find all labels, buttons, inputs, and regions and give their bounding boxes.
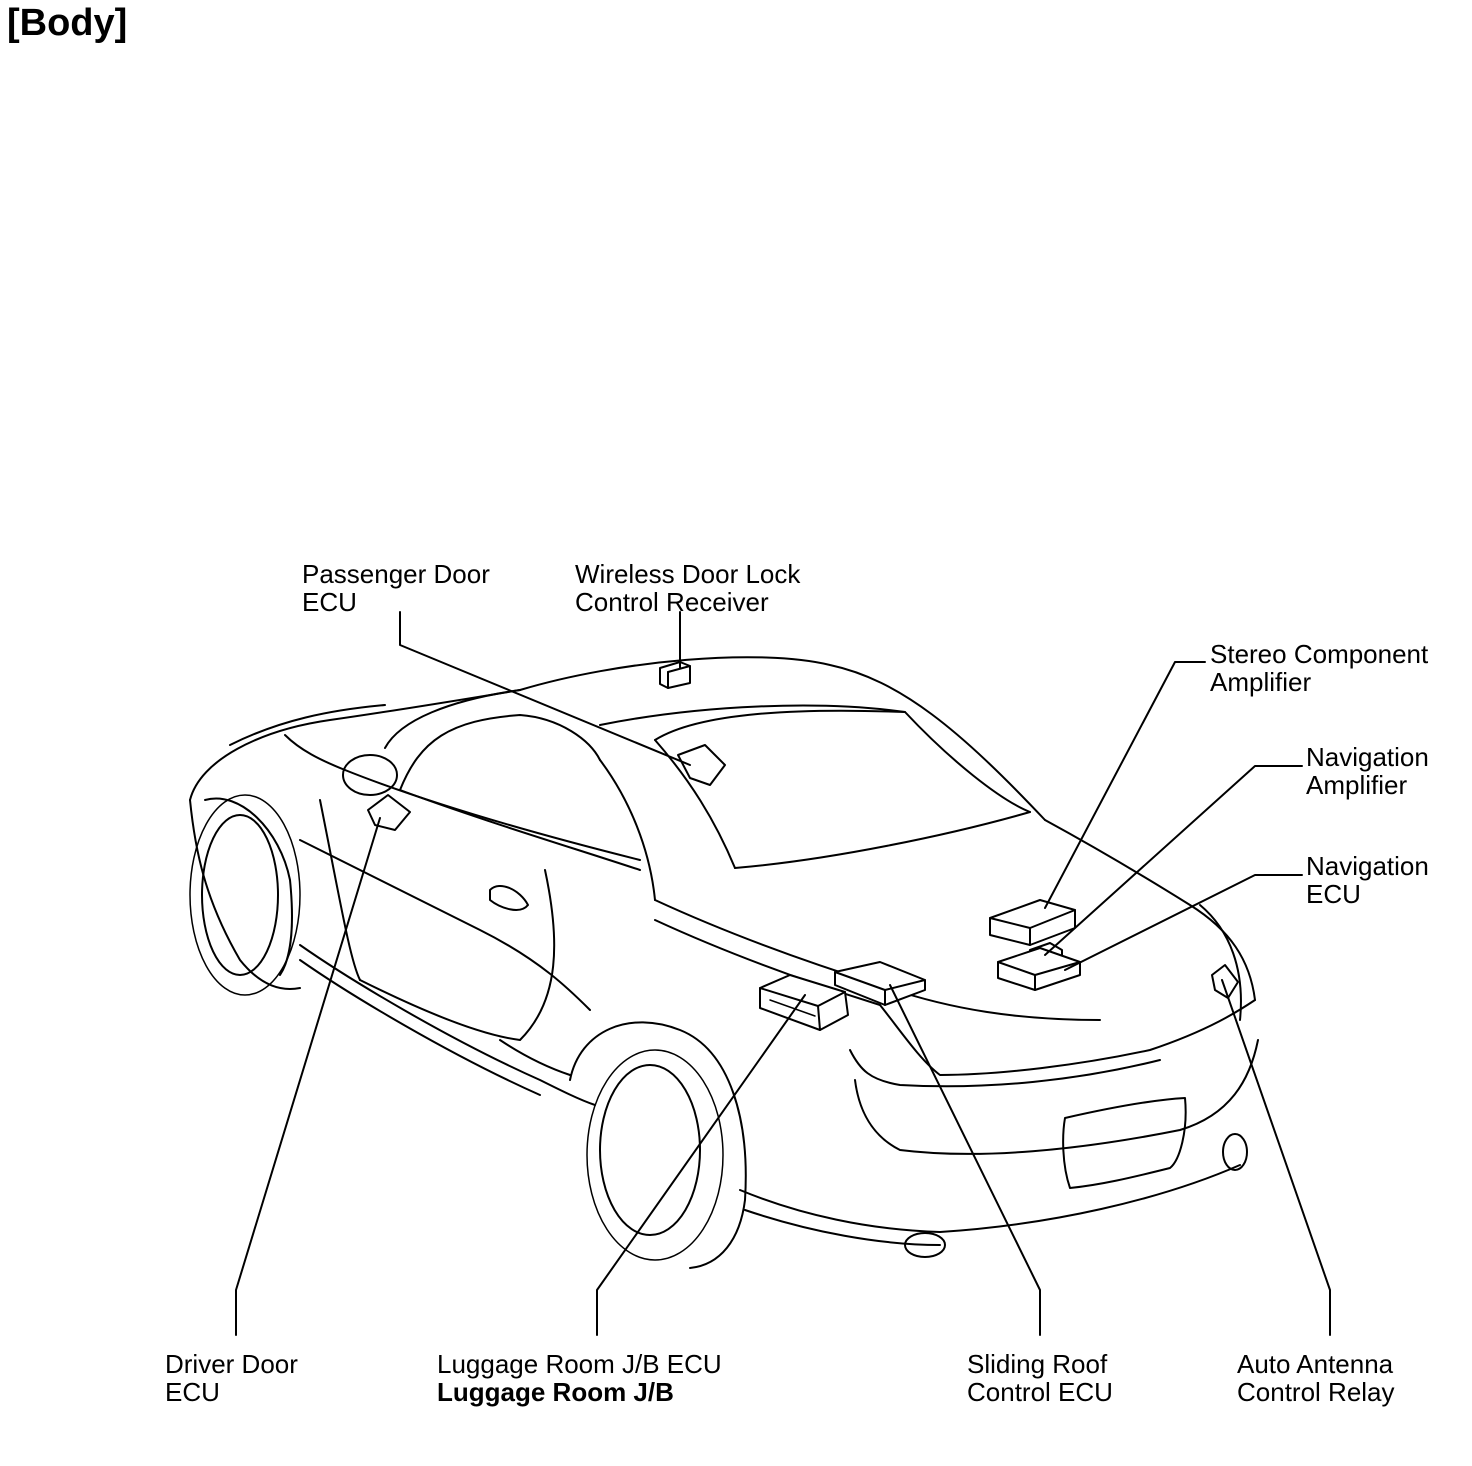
label-line: Navigation [1306, 851, 1429, 881]
label-navigation-amplifier: Navigation Amplifier [1306, 743, 1429, 799]
label-line: ECU [302, 587, 357, 617]
label-wireless-door-lock-receiver: Wireless Door Lock Control Receiver [575, 560, 800, 616]
label-line: Amplifier [1306, 770, 1408, 800]
label-line: Control ECU [967, 1377, 1113, 1407]
label-line: Amplifier [1210, 667, 1312, 697]
label-line: Sliding Roof [967, 1349, 1108, 1379]
label-line: Wireless Door Lock [575, 559, 801, 589]
label-passenger-door-ecu: Passenger Door ECU [302, 560, 490, 616]
label-auto-antenna-control-relay: Auto Antenna Control Relay [1237, 1350, 1395, 1406]
label-line-bold: Luggage Room J/B [437, 1377, 674, 1407]
label-line: Auto Antenna [1237, 1349, 1394, 1379]
label-line: Navigation [1306, 742, 1429, 772]
label-line: Control Relay [1237, 1377, 1395, 1407]
label-luggage-room-jb: Luggage Room J/B ECU Luggage Room J/B [437, 1350, 722, 1406]
label-line: Passenger Door [302, 559, 490, 589]
label-line: Stereo Component [1210, 639, 1429, 669]
label-line: Driver Door [165, 1349, 298, 1379]
label-navigation-ecu: Navigation ECU [1306, 852, 1429, 908]
leader-lines [235, 611, 1331, 1336]
label-line: ECU [1306, 879, 1361, 909]
label-line: ECU [165, 1377, 220, 1407]
label-line: Luggage Room J/B ECU [437, 1349, 722, 1379]
car-body-outline [189, 656, 1259, 1269]
label-driver-door-ecu: Driver Door ECU [165, 1350, 298, 1406]
label-sliding-roof-control-ecu: Sliding Roof Control ECU [967, 1350, 1113, 1406]
label-stereo-component-amplifier: Stereo Component Amplifier [1210, 640, 1428, 696]
label-line: Control Receiver [575, 587, 769, 617]
section-title: [Body] [7, 2, 128, 44]
